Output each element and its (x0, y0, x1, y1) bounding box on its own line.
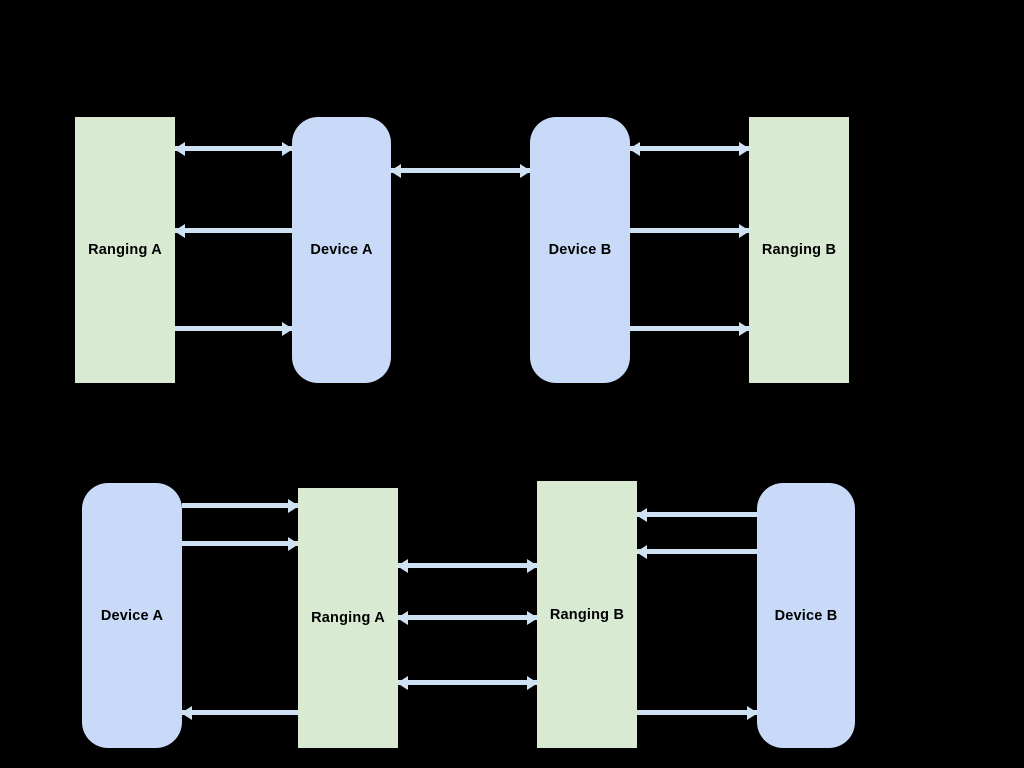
top-ranging-a-label: Ranging A (88, 242, 162, 258)
bottom-device-a-label: Device A (100, 607, 164, 624)
top-ranging-b-label: Ranging B (761, 242, 837, 258)
top-device-b-label: Device B (548, 242, 612, 258)
arrow-bottom-ranging-a-ranging-b-bidirectional-3 (398, 680, 537, 685)
arrow-bottom-ranging-a-to-device-a (182, 710, 298, 715)
top-device-a-box: Device A (292, 117, 391, 383)
bottom-ranging-b-box: Ranging B (537, 481, 637, 748)
arrow-bottom-device-b-to-ranging-b-2 (637, 549, 757, 554)
bottom-device-b-box: Device B (757, 483, 855, 748)
arrow-top-device-a-device-b-bidirectional (391, 168, 530, 173)
arrow-bottom-ranging-b-to-device-b (637, 710, 757, 715)
bottom-device-b-label: Device B (774, 607, 838, 624)
arrow-top-device-b-ranging-b-bidirectional (630, 146, 749, 151)
bottom-ranging-a-label: Ranging A (311, 610, 385, 626)
arrow-top-device-b-to-ranging-b-2 (630, 326, 749, 331)
arrow-top-ranging-a-device-a-bidirectional (175, 146, 292, 151)
top-ranging-b-box: Ranging B (749, 117, 849, 383)
arrow-top-device-b-to-ranging-b-1 (630, 228, 749, 233)
bottom-ranging-a-box: Ranging A (298, 488, 398, 748)
arrow-bottom-device-b-to-ranging-b-1 (637, 512, 757, 517)
bottom-ranging-b-label: Ranging B (549, 606, 625, 623)
arrow-top-device-a-to-ranging-a (175, 228, 292, 233)
arrow-top-ranging-a-to-device-a (175, 326, 292, 331)
arrow-bottom-device-a-to-ranging-a-1 (182, 503, 298, 508)
top-ranging-a-box: Ranging A (75, 117, 175, 383)
bottom-device-a-box: Device A (82, 483, 182, 748)
top-device-b-box: Device B (530, 117, 630, 383)
top-device-a-label: Device A (310, 242, 373, 258)
arrow-bottom-device-a-to-ranging-a-2 (182, 541, 298, 546)
arrow-bottom-ranging-a-ranging-b-bidirectional-2 (398, 615, 537, 620)
arrow-bottom-ranging-a-ranging-b-bidirectional-1 (398, 563, 537, 568)
